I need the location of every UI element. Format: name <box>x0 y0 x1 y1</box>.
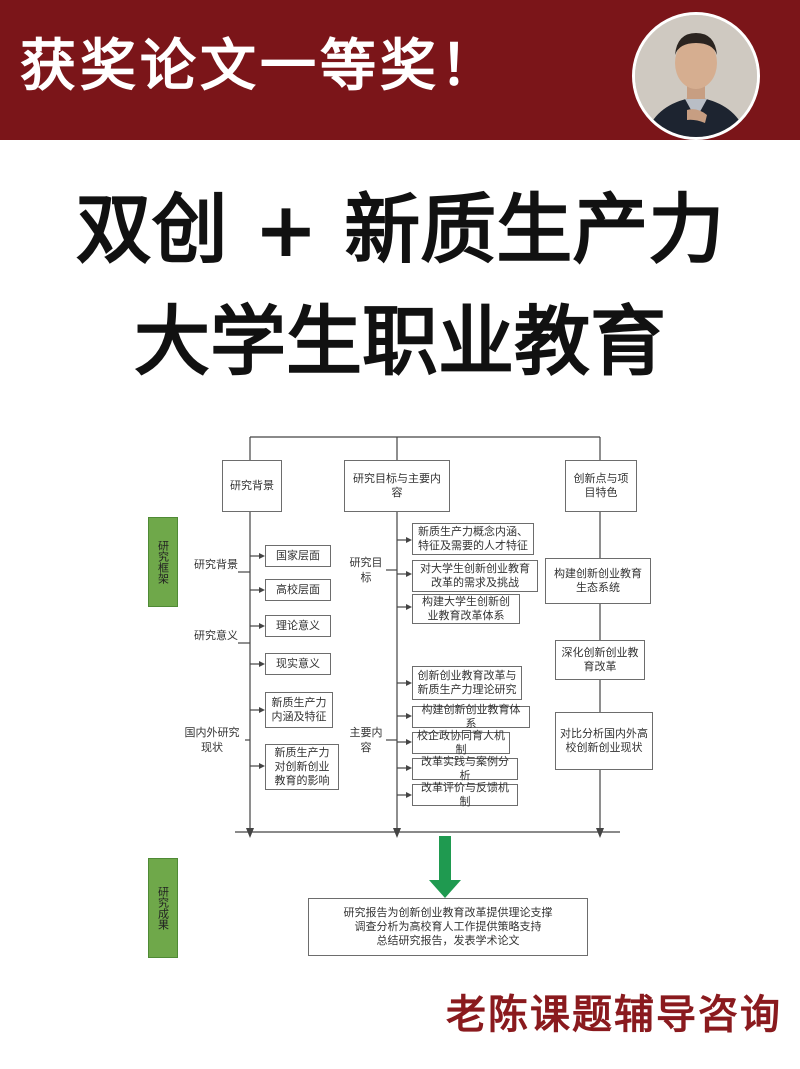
content-item: 校企政协同育人机制 <box>412 729 510 756</box>
outcome-line: 研究报告为创新创业教育改革提供理论支撑 <box>343 906 553 919</box>
footer-brand: 老陈课题辅导咨询 <box>446 991 782 1038</box>
literature-item: 新质生产力内涵及特征 <box>265 692 333 728</box>
outcome-line: 总结研究报告，发表学术论文 <box>376 934 520 947</box>
column-header-goals: 研究目标与主要内容 <box>344 460 450 512</box>
background-item: 国家层面 <box>265 545 331 567</box>
down-arrow-icon <box>429 836 461 898</box>
group-label-background: 研究背景 <box>194 558 238 571</box>
group-label-significance: 研究意义 <box>194 629 238 642</box>
outcome-box: 研究报告为创新创业教育改革提供理论支撑 调查分析为高校育人工作提供策略支持 总结… <box>308 898 588 956</box>
innovation-item: 对比分析国内外高校创新创业现状 <box>555 712 653 770</box>
content-item: 改革实践与案例分析 <box>412 755 518 782</box>
top-banner: 获奖论文一等奖！ <box>0 0 800 140</box>
content-item: 构建创新创业教育体系 <box>412 703 530 730</box>
content-item: 创新创业教育改革与新质生产力理论研究 <box>412 666 522 700</box>
goal-item: 新质生产力概念内涵、特征及需要的人才特征 <box>412 523 534 555</box>
column-header-innovation: 创新点与项目特色 <box>565 460 637 512</box>
literature-item: 新质生产力对创新创业教育的影响 <box>265 744 339 790</box>
content-item: 改革评价与反馈机制 <box>412 781 518 808</box>
headline-line-2: 大学生职业教育 <box>134 297 666 386</box>
background-item: 高校层面 <box>265 579 331 601</box>
headline-line-1: 双创 + 新质生产力 <box>75 185 725 274</box>
innovation-item: 构建创新创业教育生态系统 <box>545 558 651 604</box>
banner-title: 获奖论文一等奖！ <box>20 33 500 99</box>
outcome-tag-label: 研究成果 <box>156 886 170 930</box>
innovation-item: 深化创新创业教育改革 <box>555 640 645 680</box>
outcome-line: 调查分析为高校育人工作提供策略支持 <box>354 920 542 933</box>
goal-item: 对大学生创新创业教育改革的需求及挑战 <box>412 560 538 592</box>
group-label-goals: 研究目标 <box>349 556 383 584</box>
avatar <box>632 12 760 140</box>
significance-item: 现实意义 <box>265 653 331 675</box>
significance-item: 理论意义 <box>265 615 331 637</box>
goal-item: 构建大学生创新创业教育改革体系 <box>412 594 520 624</box>
outcome-tag: 研究成果 <box>148 858 178 958</box>
group-label-literature: 国内外研究现状 <box>184 726 240 754</box>
framework-tag-label: 研究框架 <box>156 540 170 584</box>
column-header-background: 研究背景 <box>222 460 282 512</box>
group-label-content: 主要内容 <box>349 726 383 754</box>
person-portrait-icon <box>635 15 757 137</box>
framework-tag: 研究框架 <box>148 517 178 607</box>
